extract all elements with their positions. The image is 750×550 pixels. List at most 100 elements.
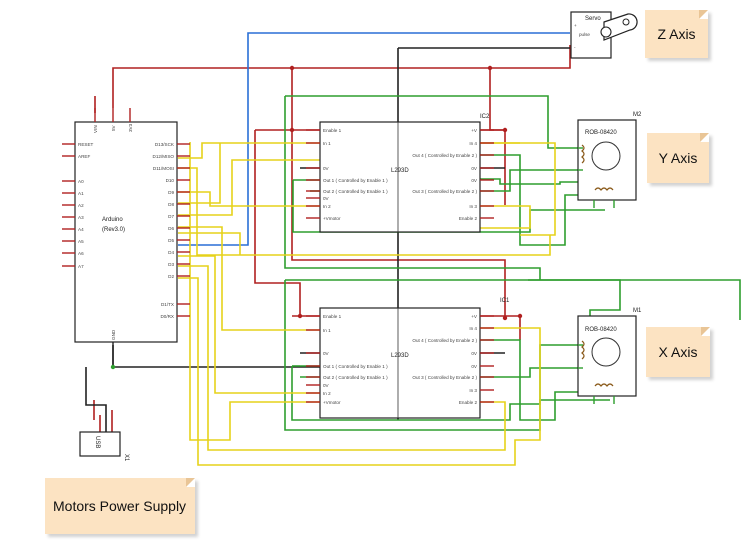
servo-pin-pulse: pulse <box>579 32 590 37</box>
note-y-axis: Y Axis <box>647 133 709 183</box>
ic2-right-pins: +V In 4 Out 4 ( Controlled by Enable 2 )… <box>412 128 494 221</box>
motor-m2-part: ROB-08420 <box>585 130 617 136</box>
ic2-pin-0v-b: 0V <box>323 196 330 201</box>
ic2-pin-0v-d: 0V <box>471 178 478 183</box>
ic2-pin-in2: In 2 <box>323 204 331 209</box>
ic1-pin-0v-c: 0V <box>471 351 478 356</box>
servo-pin-plus: + <box>574 23 577 28</box>
ic2-pin-enable1: Enable 1 <box>323 128 342 133</box>
ic2-pin-vmotor: +Vmotor <box>323 216 341 221</box>
arduino-pin-a6: A6 <box>78 251 84 256</box>
ic2-pin-out4: Out 4 ( Controlled by Enable 2 ) <box>412 153 477 158</box>
stepper-motor-m2: M2 ROB-08420 <box>577 112 642 208</box>
ic1-left-pins: Enable 1 In 1 0V Out 1 ( Controlled by E… <box>306 314 388 405</box>
arduino-pin-a3: A3 <box>78 215 84 220</box>
wires-servo-signal <box>178 32 570 246</box>
arduino-pin-a2: A2 <box>78 203 84 208</box>
ic2-ref: IC2 <box>480 114 490 120</box>
motor-m1-coil-b-icon <box>594 383 614 387</box>
note-fold-icon <box>701 327 710 336</box>
ic1-pin-in2: In 2 <box>323 391 331 396</box>
arduino-pin-d1: D1/TX <box>161 302 174 307</box>
arduino-right-pins: D13/SCK D12/MISO D11/MOSI D10 D9 D8 D7 D… <box>153 142 190 319</box>
arduino-pin-reset: RESET <box>78 142 94 147</box>
ic2-pin-enable2: Enable 2 <box>459 216 478 221</box>
arduino-pin-d9: D9 <box>168 190 174 195</box>
note-y-axis-text: Y Axis <box>658 150 698 166</box>
note-motors-power-supply: Motors Power Supply <box>45 478 195 534</box>
motor-m1-ref: M1 <box>633 308 642 314</box>
servo: Servo + pulse - <box>570 11 638 59</box>
ic1-pin-out3: Out 3 ( Controlled by Enable 2 ) <box>412 375 477 380</box>
arduino-pin-a1: A1 <box>78 191 84 196</box>
usb-ref: X1 <box>123 454 129 462</box>
servo-title: Servo <box>585 16 601 22</box>
usb-connector: USB X1 <box>79 431 129 462</box>
arduino-name: Arduino <box>102 217 123 223</box>
motor-m2-coil-b-icon <box>594 187 614 191</box>
ic1-pin-out2: Out 2 ( Controlled by Enable 1 ) <box>323 375 388 380</box>
arduino-pin-d7: D7 <box>168 214 174 219</box>
motor-m2-coil-a-icon <box>581 144 585 164</box>
ic2-pin-out3: Out 3 ( Controlled by Enable 2 ) <box>412 189 477 194</box>
arduino-top-pins: VIN 5V 3V3 <box>93 108 133 133</box>
arduino-pin-5v: 5V <box>111 124 116 131</box>
ic1-pin-in3: In 3 <box>469 388 477 393</box>
ic2-pin-in4: In 4 <box>469 141 477 146</box>
ic2-pin-in1: In 1 <box>323 141 331 146</box>
arduino-pin-d2: D2 <box>168 274 174 279</box>
arduino-pin-d4: D4 <box>168 250 174 255</box>
usb-label: USB <box>94 436 100 448</box>
ic2-driver: IC2 L293D Enable 1 In 1 0V Out 1 ( Contr… <box>306 114 494 233</box>
ic1-pin-0v-d: 0V <box>471 364 478 369</box>
ic1-pin-0v-b: 0V <box>323 383 330 388</box>
ic1-pin-out1: Out 1 ( Controlled by Enable 1 ) <box>323 364 388 369</box>
note-fold-icon <box>186 478 195 487</box>
arduino-pin-a5: A5 <box>78 239 84 244</box>
ic1-right-pins: +V In 4 Out 4 ( Controlled by Enable 2 )… <box>412 314 494 405</box>
ic1-pin-0v-a: 0V <box>323 351 330 356</box>
arduino-bottom-pin: GND <box>111 329 116 367</box>
junction-dots <box>110 65 523 370</box>
arduino-pin-d10: D10 <box>166 178 175 183</box>
arduino-pin-d13: D13/SCK <box>155 142 175 147</box>
ic2-pin-out1: Out 1 ( Controlled by Enable 1 ) <box>323 178 388 183</box>
arduino-pin-d5: D5 <box>168 238 174 243</box>
ic1-pin-in4: In 4 <box>469 326 477 331</box>
ic1-pin-in1: In 1 <box>323 328 331 333</box>
arduino-pin-a7: A7 <box>78 264 84 269</box>
ic2-pin-0v-a: 0V <box>323 166 330 171</box>
wires-signal <box>178 142 556 466</box>
arduino-pin-vin: VIN <box>93 125 98 133</box>
arduino-pin-3v3: 3V3 <box>128 123 133 132</box>
ic2-pin-in3: In 3 <box>469 204 477 209</box>
arduino-left-pins: RESET AREF A0 A1 A2 A3 A4 A5 A6 A7 <box>62 142 94 269</box>
arduino-pin-d3: D3 <box>168 262 174 267</box>
ic1-pin-enable2: Enable 2 <box>459 400 478 405</box>
arduino-pin-d6: D6 <box>168 226 174 231</box>
motor-m1-coil-a-icon <box>581 340 585 360</box>
arduino-pin-d11: D11/MOSI <box>153 166 174 171</box>
servo-pin-minus: - <box>574 45 576 50</box>
arduino-board: VIN 5V 3V3 RESET AREF A0 A1 A2 A3 A4 A5 … <box>62 108 190 367</box>
ic1-pin-vmotor: +Vmotor <box>323 400 341 405</box>
arduino-pin-aref: AREF <box>78 154 90 159</box>
ic2-left-pins: Enable 1 In 1 0V Out 1 ( Controlled by E… <box>306 128 388 221</box>
motor-m2-rotor-icon <box>591 141 621 171</box>
ic1-pin-enable1: Enable 1 <box>323 314 342 319</box>
note-x-axis: X Axis <box>646 327 710 377</box>
ic2-pin-0v-c: 0V <box>471 166 478 171</box>
note-power-supply-text: Motors Power Supply <box>53 498 187 514</box>
ic1-part: L293D <box>391 353 409 359</box>
arduino-pin-a0: A0 <box>78 179 84 184</box>
arduino-pin-d12: D12/MISO <box>153 154 175 159</box>
motor-m1-part: ROB-08420 <box>585 327 617 333</box>
arduino-rev: (Rev3.0) <box>102 227 125 233</box>
ic1-driver: IC1 L293D Enable 1 In 1 0V Out 1 ( Contr… <box>306 298 510 419</box>
arduino-pin-gnd: GND <box>111 329 116 340</box>
motor-m1-rotor-icon <box>591 337 621 367</box>
ic2-pin-out2: Out 2 ( Controlled by Enable 1 ) <box>323 189 388 194</box>
arduino-pin-d0: D0/RX <box>160 314 174 319</box>
note-fold-icon <box>700 133 709 142</box>
